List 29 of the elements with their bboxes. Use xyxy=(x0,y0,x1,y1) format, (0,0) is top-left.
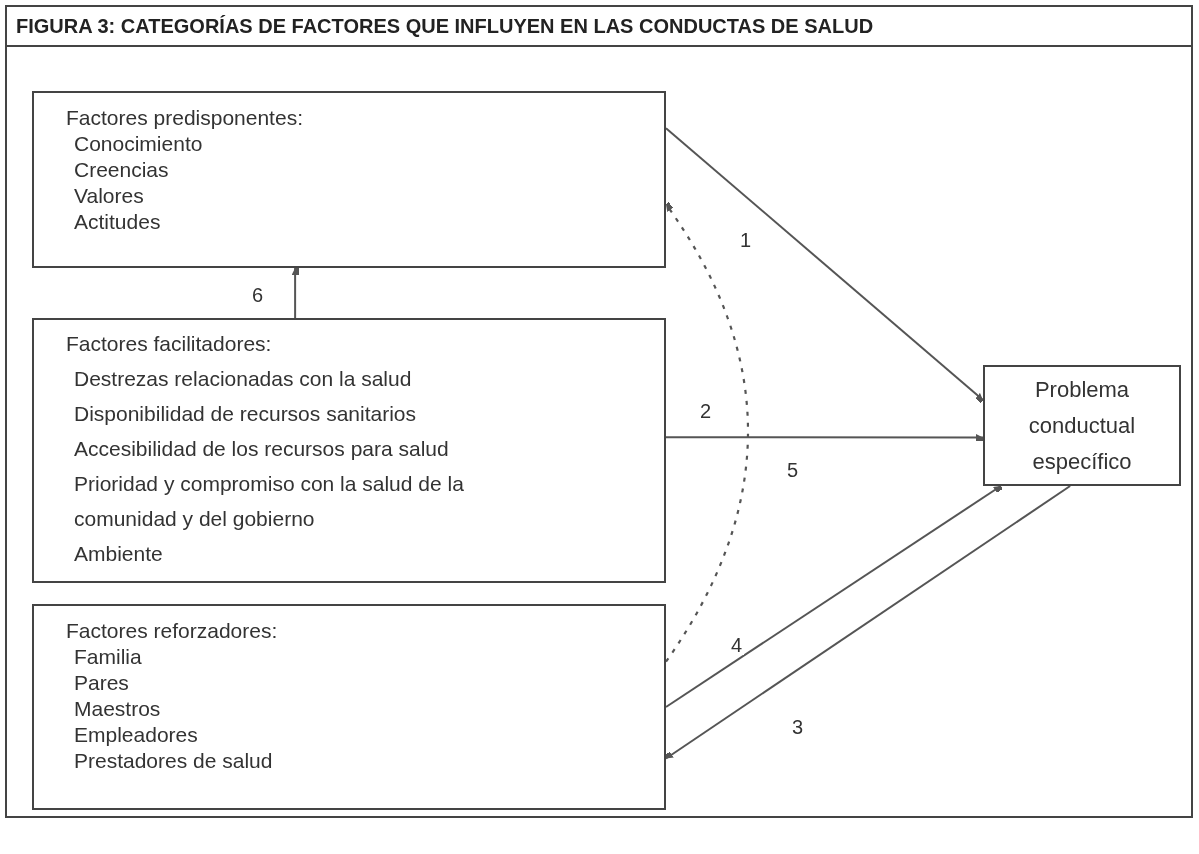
factor-item: Disponibilidad de recursos sanitarios xyxy=(73,401,417,427)
factor-item: Empleadores xyxy=(73,722,199,748)
factor-item: Prioridad y compromiso con la salud de la comunidad y del gobierno xyxy=(73,471,465,532)
box-heading: Factores reforzadores: xyxy=(66,618,279,644)
edge-label: 4 xyxy=(729,635,745,655)
box-heading: Factores facilitadores: xyxy=(66,331,273,357)
box-heading: Factores predisponentes: xyxy=(66,105,304,131)
edge-label: 2 xyxy=(698,401,714,421)
edge-label: 6 xyxy=(250,285,266,305)
factor-item: Actitudes xyxy=(73,209,162,235)
factor-item: Familia xyxy=(73,644,143,670)
figure-title: FIGURA 3: CATEGORÍAS DE FACTORES QUE INFLUYEN EN LAS CONDUCTAS DE SALUD xyxy=(16,14,874,39)
factor-item: Prestadores de salud xyxy=(73,748,274,774)
factor-item: Conocimiento xyxy=(73,131,204,157)
factor-item: Pares xyxy=(73,670,130,696)
factor-box xyxy=(32,604,666,810)
edge-label: 1 xyxy=(738,230,754,250)
factor-box xyxy=(32,318,666,583)
edge-label: 5 xyxy=(785,460,801,480)
factor-item: Ambiente xyxy=(73,541,164,567)
factor-item: Maestros xyxy=(73,696,162,722)
factor-item: Accesibilidad de los recursos para salud xyxy=(73,436,450,462)
factor-item: Valores xyxy=(73,183,145,209)
factor-item: Destrezas relacionadas con la salud xyxy=(73,366,413,392)
factor-item: Creencias xyxy=(73,157,170,183)
outcome-text: Problema conductual específico xyxy=(1027,375,1137,476)
outcome-box xyxy=(983,365,1181,486)
edge-label: 3 xyxy=(790,717,806,737)
factor-box xyxy=(32,91,666,268)
